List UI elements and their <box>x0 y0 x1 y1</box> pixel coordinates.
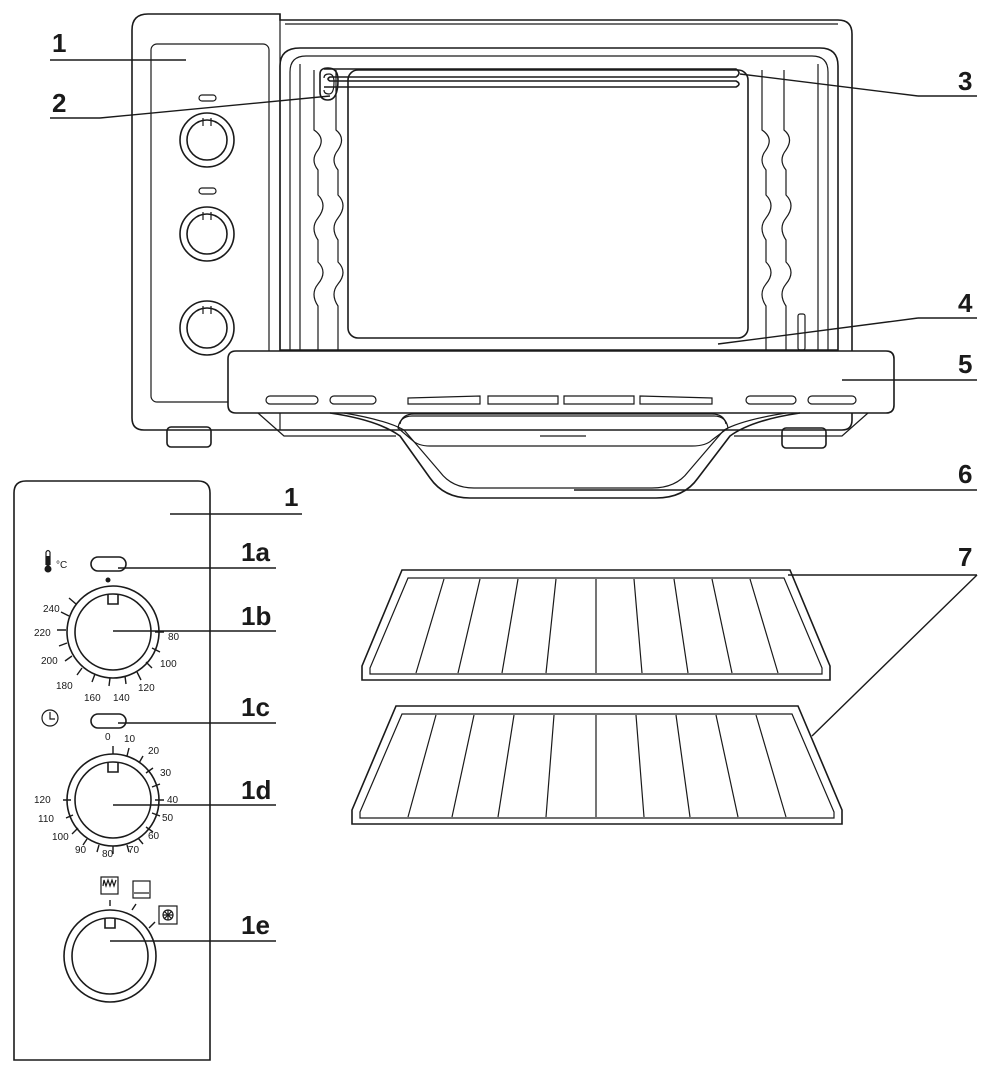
svg-text:80: 80 <box>102 849 114 860</box>
timer-dial <box>63 746 164 854</box>
callout-2: 2 <box>52 88 66 118</box>
oven-control-panel <box>150 43 270 403</box>
rack-guide-right <box>761 70 792 350</box>
oven-door-window <box>347 69 749 339</box>
svg-text:0: 0 <box>105 732 111 743</box>
oven-indicator-light-top <box>198 94 217 102</box>
control-panel-detail: °C 80 100 120 140 160 180 200 220 240 <box>13 480 211 1061</box>
door-handle <box>329 412 801 499</box>
svg-text:90: 90 <box>75 845 87 856</box>
oven-knob-timer <box>179 206 235 262</box>
callout-1a: 1a <box>241 537 270 567</box>
temperature-dial <box>57 585 164 687</box>
function-dial <box>63 909 157 1003</box>
callout-1: 1 <box>52 28 66 58</box>
svg-text:50: 50 <box>162 813 174 824</box>
callout-1b: 1b <box>241 601 271 631</box>
temperature-scale: 80 100 120 140 160 180 200 220 240 <box>34 604 180 704</box>
svg-text:100: 100 <box>52 832 69 843</box>
svg-text:40: 40 <box>167 795 179 806</box>
svg-text:200: 200 <box>41 656 58 667</box>
oven-foot-left <box>166 426 212 448</box>
svg-text:160: 160 <box>84 693 101 704</box>
door-latch <box>797 313 806 351</box>
timer-scale: 0 10 20 30 40 50 60 70 80 90 100 110 120 <box>34 732 179 860</box>
svg-text:10: 10 <box>124 734 136 745</box>
callout-1d: 1d <box>241 775 271 805</box>
oven-knob-function <box>179 300 235 356</box>
top-heat-icon <box>100 876 119 895</box>
callout-labels: 1 2 3 4 5 6 7 1 1a 1b 1c 1d 1e <box>52 28 973 940</box>
svg-text:60: 60 <box>148 831 160 842</box>
handle-vent-slots <box>265 395 857 405</box>
callout-1e: 1e <box>241 910 270 940</box>
bottom-heat-icon <box>132 880 151 899</box>
svg-text:240: 240 <box>43 604 60 615</box>
oven-indicator-light-mid <box>198 187 217 195</box>
oven-body-outline <box>131 13 853 431</box>
callout-7: 7 <box>958 542 972 572</box>
wire-rack-lower <box>351 705 843 825</box>
svg-text:30: 30 <box>160 768 172 779</box>
clock-icon <box>41 709 59 727</box>
door-handle-bar <box>227 350 895 414</box>
svg-text:20: 20 <box>148 746 160 757</box>
oven-knob-temperature <box>179 112 235 168</box>
svg-text:140: 140 <box>113 693 130 704</box>
svg-text:80: 80 <box>168 632 180 643</box>
callout-6: 6 <box>958 459 972 489</box>
convection-fan-icon <box>158 905 178 925</box>
thermo-unit: °C <box>56 560 67 571</box>
thermometer-icon <box>44 549 52 573</box>
callout-1c: 1c <box>241 692 270 722</box>
oven-lamp <box>319 67 339 101</box>
oven-front-view <box>131 13 895 499</box>
oven-foot-right <box>781 427 827 449</box>
svg-text:220: 220 <box>34 628 51 639</box>
timer-indicator-light <box>90 713 127 729</box>
svg-text:110: 110 <box>38 814 54 825</box>
svg-text:70: 70 <box>128 845 140 856</box>
callout-1-panel: 1 <box>284 482 298 512</box>
callout-5: 5 <box>958 349 972 379</box>
svg-text:180: 180 <box>56 681 73 692</box>
oven-door-frame <box>279 47 839 351</box>
svg-text:100: 100 <box>160 659 177 670</box>
rack-guide-left <box>313 70 344 350</box>
leader-lines <box>50 59 978 942</box>
wire-rack-upper <box>361 569 831 681</box>
svg-text:120: 120 <box>138 683 155 694</box>
callout-3: 3 <box>958 66 972 96</box>
upper-heating-element <box>324 68 740 88</box>
callout-4: 4 <box>958 288 973 318</box>
temperature-indicator-light <box>90 556 127 572</box>
svg-text:120: 120 <box>34 795 51 806</box>
